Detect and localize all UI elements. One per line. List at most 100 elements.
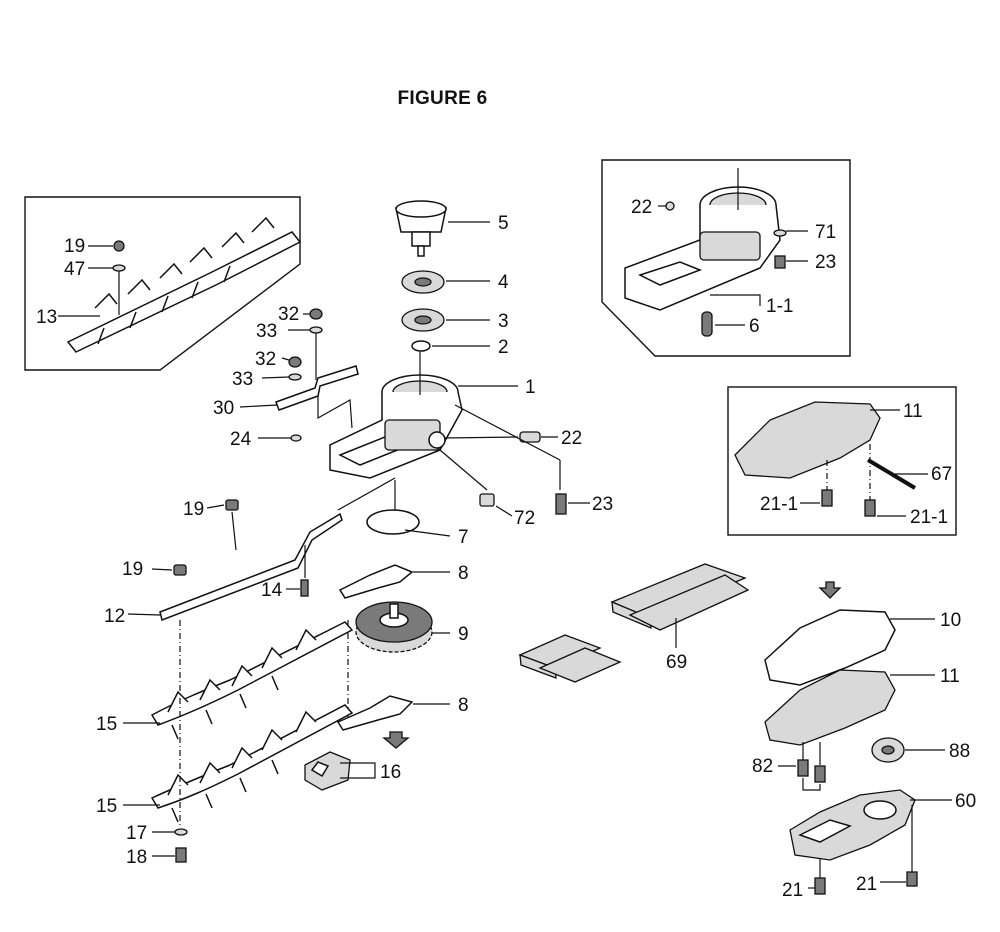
callout-33-b: 33 bbox=[232, 369, 253, 390]
callout-19-inset: 19 bbox=[64, 236, 85, 257]
callout-30: 30 bbox=[213, 398, 234, 419]
gear-9-drawing bbox=[355, 601, 433, 653]
washer-71-drawing bbox=[773, 229, 787, 237]
screw-82-b bbox=[814, 765, 826, 783]
callout-22-inset: 22 bbox=[631, 197, 652, 218]
plate-30-drawing bbox=[275, 365, 359, 411]
callout-21-1-b: 21-1 bbox=[910, 507, 948, 528]
callout-24: 24 bbox=[230, 429, 252, 450]
nut-32-a bbox=[309, 308, 323, 320]
nut-72-drawing bbox=[479, 493, 495, 507]
blade-15-upper bbox=[150, 621, 354, 740]
callout-5: 5 bbox=[498, 213, 509, 234]
cover-11-drawing bbox=[734, 401, 881, 479]
gasket-10-drawing bbox=[764, 609, 896, 686]
callout-10: 10 bbox=[940, 610, 961, 631]
callout-9: 9 bbox=[458, 624, 469, 645]
screw-21-1-b bbox=[864, 499, 876, 517]
callout-16: 16 bbox=[380, 762, 401, 783]
callout-60: 60 bbox=[955, 791, 976, 812]
gear-train-stack bbox=[329, 200, 518, 479]
washer-24 bbox=[290, 434, 302, 442]
callout-32-a: 32 bbox=[278, 304, 299, 325]
pin-6-drawing bbox=[701, 311, 713, 337]
blade-cover-69-drawing bbox=[518, 563, 750, 683]
connector-plate-assembly bbox=[239, 308, 359, 442]
callout-15-upper: 15 bbox=[96, 714, 117, 735]
callout-11-lower: 11 bbox=[940, 666, 960, 687]
screw-22-drawing bbox=[665, 201, 675, 211]
callout-19-upper: 19 bbox=[183, 499, 204, 520]
callout-2: 2 bbox=[498, 337, 509, 358]
inset-cover bbox=[727, 386, 957, 536]
washer-33-b bbox=[288, 373, 302, 381]
connecting-rod-assembly bbox=[127, 477, 396, 622]
washer-17 bbox=[174, 828, 188, 836]
callout-32-b: 32 bbox=[255, 349, 276, 370]
washer-33-a bbox=[309, 326, 323, 334]
nut-19-lower bbox=[173, 564, 187, 576]
callout-18: 18 bbox=[126, 847, 147, 868]
rod-12-drawing bbox=[159, 512, 343, 622]
callout-82: 82 bbox=[752, 756, 773, 777]
callout-33-a: 33 bbox=[256, 321, 277, 342]
inset-gear-case bbox=[601, 159, 851, 357]
callout-12: 12 bbox=[104, 606, 125, 627]
bolt-18 bbox=[175, 847, 187, 863]
bolt-23-drawing bbox=[774, 255, 786, 269]
screw-22-main bbox=[519, 431, 541, 443]
blade-15-lower bbox=[150, 704, 354, 823]
plate-8-lower bbox=[336, 695, 414, 731]
bolt-23-main bbox=[555, 493, 567, 515]
callout-19-lower: 19 bbox=[122, 559, 143, 580]
gear-case-1-drawing bbox=[329, 374, 463, 479]
nut-19-upper bbox=[225, 499, 239, 511]
callout-23-main: 23 bbox=[592, 494, 613, 515]
callout-7: 7 bbox=[458, 527, 469, 548]
figure-title: FIGURE 6 bbox=[397, 88, 488, 109]
callout-23-inset: 23 bbox=[815, 252, 836, 273]
callout-labels: 19 47 13 5 4 3 2 1 22 23 72 32 33 32 33 … bbox=[36, 197, 976, 901]
blade-13-drawing bbox=[66, 216, 302, 353]
plate-8-upper bbox=[338, 564, 414, 599]
callout-67: 67 bbox=[931, 464, 952, 485]
nut-32-b bbox=[288, 356, 302, 368]
callout-21-1-a: 21-1 bbox=[760, 494, 798, 515]
screw-14-drawing bbox=[300, 579, 309, 597]
callout-3: 3 bbox=[498, 311, 509, 332]
cover-11-lower-drawing bbox=[764, 669, 896, 746]
case-60-drawing bbox=[789, 789, 916, 861]
callout-4: 4 bbox=[498, 272, 509, 293]
callout-11-inset: 11 bbox=[903, 401, 923, 422]
callout-88: 88 bbox=[949, 741, 970, 762]
callout-13: 13 bbox=[36, 307, 57, 328]
callout-1: 1 bbox=[525, 377, 536, 398]
holder-16-drawing bbox=[304, 751, 351, 791]
inset-blade bbox=[24, 196, 302, 371]
screw-21-b bbox=[906, 871, 918, 887]
callout-17: 17 bbox=[126, 823, 147, 844]
screw-82-a bbox=[797, 759, 809, 777]
callout-72: 72 bbox=[514, 508, 535, 529]
callout-21-b: 21 bbox=[856, 874, 877, 895]
callout-21-a: 21 bbox=[782, 880, 803, 901]
arrow-down-icon bbox=[382, 731, 410, 749]
nut-19-drawing bbox=[113, 240, 125, 252]
callout-15-lower: 15 bbox=[96, 796, 117, 817]
callout-8-upper: 8 bbox=[458, 563, 469, 584]
callout-71: 71 bbox=[815, 222, 836, 243]
callout-6: 6 bbox=[749, 316, 760, 337]
callout-1-1: 1-1 bbox=[766, 296, 793, 317]
screw-21-a bbox=[814, 877, 826, 895]
callout-22-main: 22 bbox=[561, 428, 582, 449]
washer-47-drawing bbox=[112, 264, 126, 272]
screw-21-1-a bbox=[821, 489, 833, 507]
callout-69: 69 bbox=[666, 652, 687, 673]
plate-7-drawing bbox=[366, 509, 420, 535]
arrow-down-icon-right bbox=[818, 581, 842, 599]
ring-2-drawing bbox=[411, 340, 431, 352]
callout-47: 47 bbox=[64, 259, 85, 280]
callout-14: 14 bbox=[261, 580, 283, 601]
callout-8-lower: 8 bbox=[458, 695, 469, 716]
